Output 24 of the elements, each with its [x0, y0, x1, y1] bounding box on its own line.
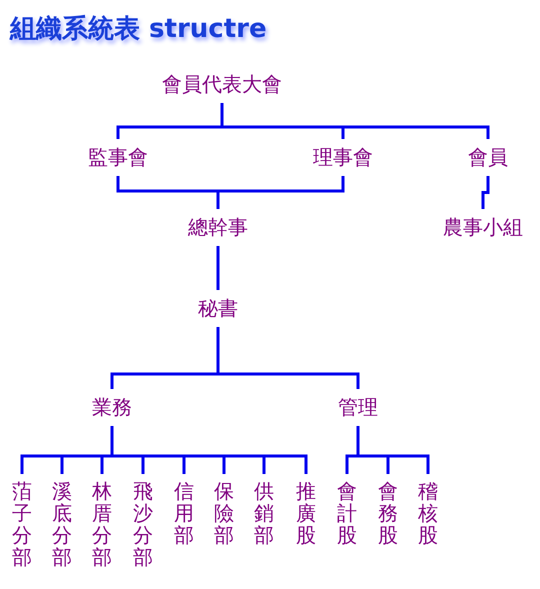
- vertical-label: 會務股: [378, 480, 398, 546]
- diagram-title: 組織系統表 structre: [10, 13, 267, 46]
- vertical-label: 保險部: [214, 480, 234, 546]
- org-label: 業務: [92, 395, 132, 420]
- vertical-label: 溪底分部: [52, 480, 72, 568]
- vertical-label: 推廣股: [296, 480, 316, 546]
- connector-line: [216, 327, 360, 389]
- vertical-label: 稽核股: [418, 480, 438, 546]
- vertical-label: 萡子分部: [12, 480, 32, 568]
- connector-line: [216, 246, 220, 290]
- vertical-label: 林厝分部: [92, 480, 112, 568]
- org-label: 管理: [338, 395, 378, 420]
- connector-line: [482, 176, 490, 209]
- org-label: 秘書: [198, 296, 238, 321]
- vertical-label: 會計股: [337, 480, 357, 546]
- vertical-label: 供銷部: [254, 480, 274, 546]
- org-label: 總幹事: [188, 215, 248, 240]
- org-label: 監事會: [88, 145, 148, 170]
- vertical-label: 信用部: [174, 480, 194, 546]
- org-label: 農事小組: [443, 215, 523, 240]
- org-label: 理事會: [313, 145, 373, 170]
- org-label: 會員: [468, 145, 508, 170]
- org-label: 會員代表大會: [162, 72, 282, 97]
- vertical-label: 飛沙分部: [133, 480, 153, 568]
